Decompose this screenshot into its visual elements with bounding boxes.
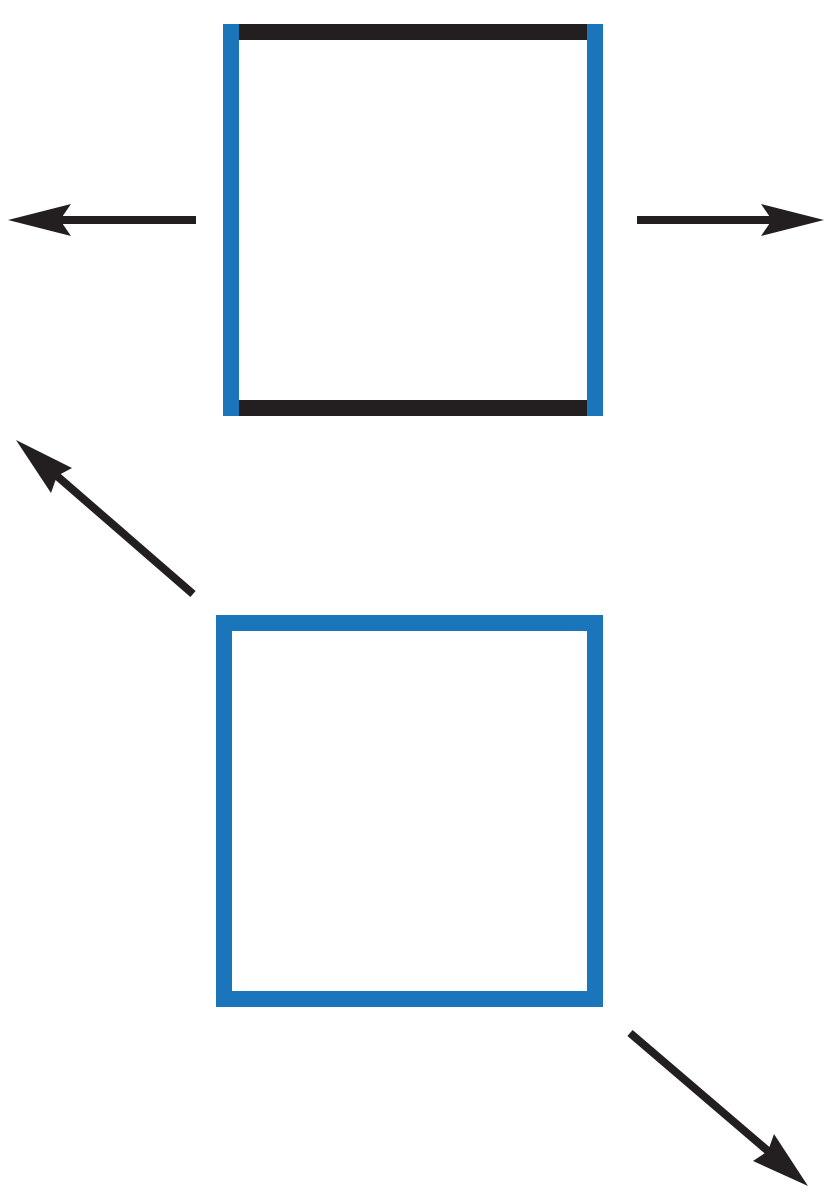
down-right-arrow-shaft — [627, 1029, 771, 1155]
right-arrow-head — [761, 204, 824, 236]
right-arrow-icon — [637, 204, 824, 236]
up-left-arrow-icon — [16, 440, 196, 598]
down-right-arrow-icon — [627, 1029, 808, 1186]
top-figure — [8, 24, 824, 416]
left-arrow-icon — [8, 204, 196, 236]
up-left-arrow-shaft — [54, 472, 196, 598]
bottom-square — [216, 615, 603, 1007]
bottom-figure — [16, 440, 808, 1186]
up-left-arrow-head — [16, 440, 72, 493]
down-right-arrow-head — [753, 1134, 808, 1186]
left-arrow-head — [8, 204, 71, 236]
